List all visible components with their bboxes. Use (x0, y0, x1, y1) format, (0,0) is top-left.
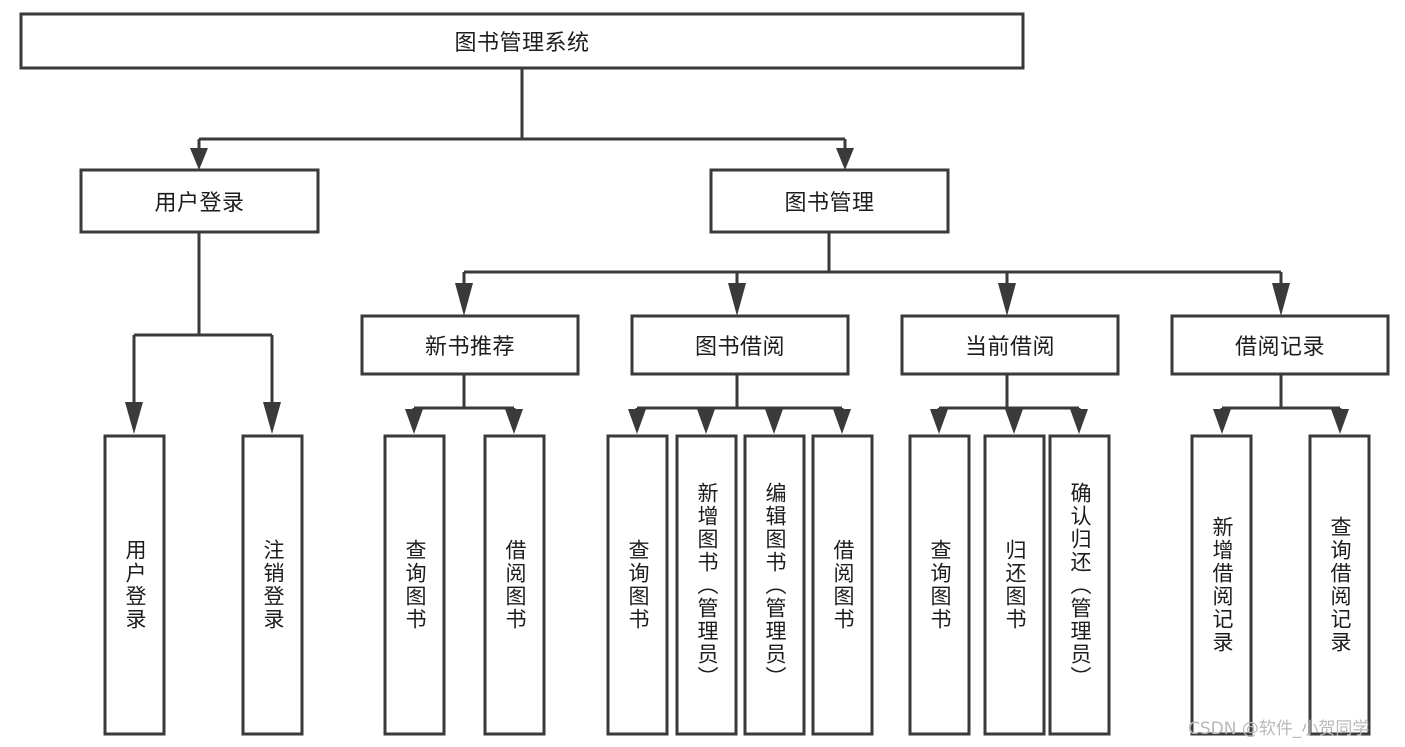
node-box-leaf-query-book-borrow[interactable] (606, 434, 669, 736)
node-box-leaf-query-book-current[interactable] (908, 434, 971, 736)
arrowhead-leaf-user-logout (263, 402, 281, 434)
arrowhead-new-book-recommend (455, 283, 473, 316)
arrowhead-leaf-edit-book-admin (765, 409, 783, 434)
arrowhead-borrow-record (1272, 283, 1290, 316)
arrowhead-leaf-query-borrow-record (1331, 409, 1349, 434)
node-box-book-borrow[interactable] (630, 314, 850, 376)
node-box-leaf-add-borrow-record[interactable] (1190, 434, 1253, 736)
node-box-leaf-edit-book-admin[interactable] (743, 434, 806, 736)
node-box-leaf-borrow-book-new[interactable] (483, 434, 546, 736)
node-box-current-borrow[interactable] (900, 314, 1120, 376)
arrowhead-leaf-confirm-return-admin (1070, 409, 1088, 434)
arrowhead-current-borrow (998, 283, 1016, 316)
node-box-leaf-user-login[interactable] (103, 434, 166, 736)
node-box-leaf-add-book-admin[interactable] (675, 434, 738, 736)
arrowhead-leaf-query-book-new (405, 409, 423, 434)
node-box-root[interactable] (19, 12, 1025, 70)
node-box-borrow-record[interactable] (1170, 314, 1390, 376)
arrowhead-leaf-query-book-current (930, 409, 948, 434)
arrowhead-leaf-borrow-book-new (505, 409, 523, 434)
node-box-leaf-query-borrow-record[interactable] (1308, 434, 1371, 736)
arrowhead-book-management (836, 148, 854, 170)
node-box-leaf-borrow-book[interactable] (811, 434, 874, 736)
node-box-leaf-query-book-new[interactable] (383, 434, 446, 736)
node-box-book-management[interactable] (709, 168, 950, 234)
arrowhead-leaf-query-book-borrow (628, 409, 646, 434)
connector-layer (125, 68, 1349, 434)
node-box-leaf-confirm-return-admin[interactable] (1048, 434, 1111, 736)
arrowhead-leaf-borrow-book (833, 409, 851, 434)
arrowhead-leaf-add-borrow-record (1213, 409, 1231, 434)
arrowhead-user-login (190, 148, 208, 170)
node-box-layer (19, 12, 1390, 736)
arrowhead-leaf-add-book-admin (697, 409, 715, 434)
node-box-leaf-user-logout[interactable] (241, 434, 304, 736)
node-box-user-login[interactable] (79, 168, 320, 234)
arrowhead-leaf-user-login (125, 402, 143, 434)
watermark-text: CSDN @软件_小贺同学 (1188, 719, 1370, 739)
arrowhead-book-borrow (728, 283, 746, 316)
node-box-new-book-recommend[interactable] (360, 314, 580, 376)
node-box-leaf-return-book[interactable] (983, 434, 1046, 736)
arrowhead-leaf-return-book (1005, 409, 1023, 434)
